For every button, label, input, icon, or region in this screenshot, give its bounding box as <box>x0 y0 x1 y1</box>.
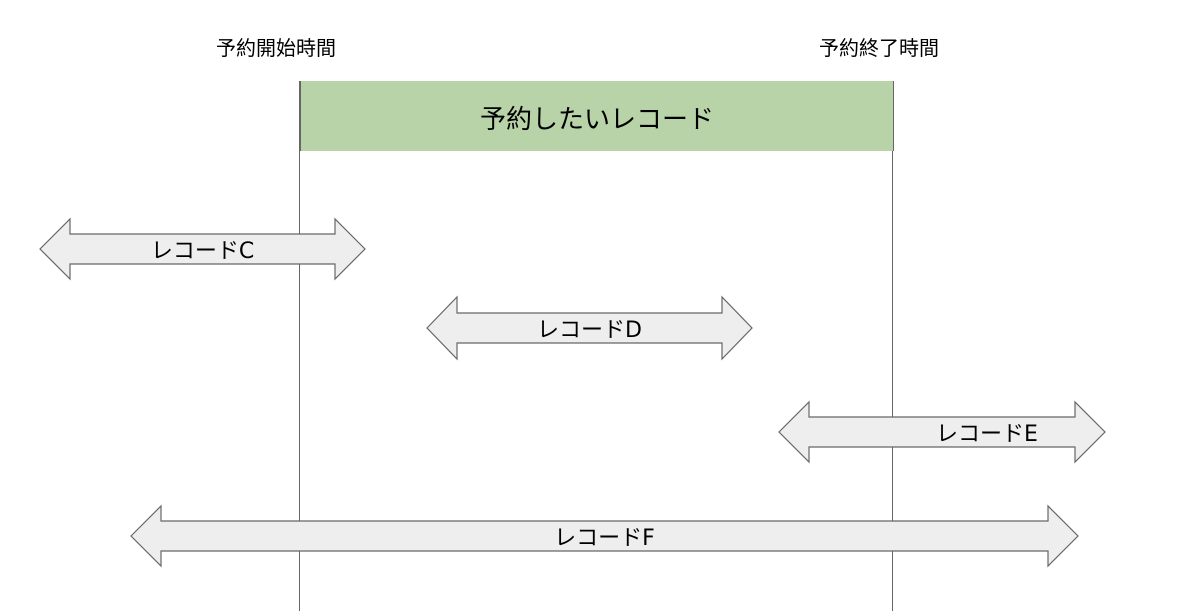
record-c-arrow: レコードC <box>39 217 366 281</box>
record-e-arrow: レコードE <box>778 400 1106 464</box>
reservation-end-time-label: 予約終了時間 <box>819 36 939 60</box>
start-time-boundary-line <box>299 81 300 611</box>
double-arrow-icon <box>778 400 1106 464</box>
record-d-arrow: レコードD <box>426 295 753 361</box>
target-record-box: 予約したいレコード <box>300 81 894 151</box>
double-arrow-icon <box>130 504 1079 568</box>
record-c-label: レコードC <box>150 239 255 264</box>
record-d-label: レコードD <box>537 318 642 343</box>
double-arrow-icon <box>426 295 753 361</box>
record-f-label: レコードF <box>554 526 655 551</box>
end-time-boundary-line <box>892 81 893 611</box>
double-arrow-icon <box>39 217 366 281</box>
target-record-label: 予約したいレコード <box>479 104 714 135</box>
record-f-arrow: レコードF <box>130 504 1079 568</box>
record-e-label: レコードE <box>936 422 1038 447</box>
reservation-start-time-label: 予約開始時間 <box>216 36 336 60</box>
